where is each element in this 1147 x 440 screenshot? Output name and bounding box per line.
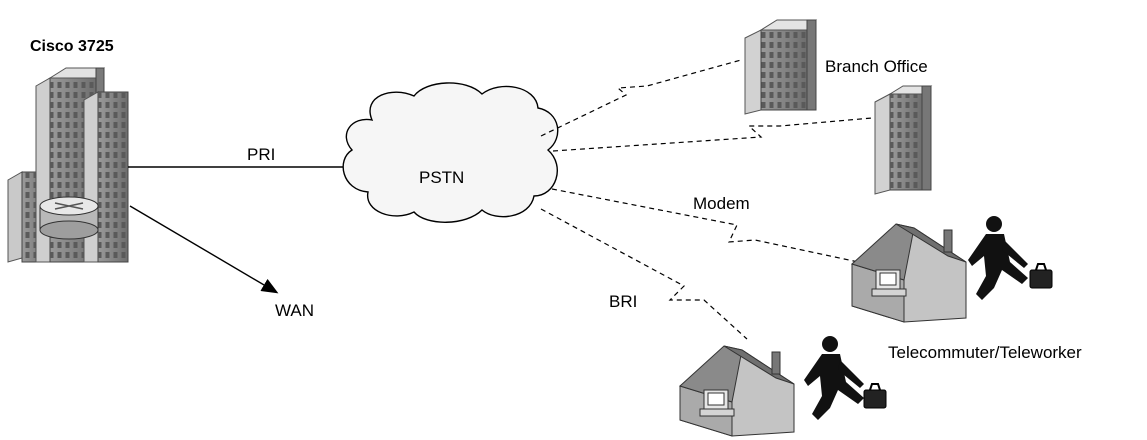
running-businessman-icon xyxy=(968,216,1053,300)
branch-link-line xyxy=(540,59,742,137)
cloud-icon xyxy=(342,82,559,223)
bri-link-line xyxy=(540,208,748,340)
office2-link-line xyxy=(552,117,873,152)
house-computer-icon xyxy=(679,345,795,437)
bri-label: BRI xyxy=(609,292,637,311)
building-router-icon xyxy=(7,67,129,263)
telecommuter-label: Telecommuter/Teleworker xyxy=(888,343,1082,362)
router-title: Cisco 3725 xyxy=(30,38,114,55)
wan-label: WAN xyxy=(275,301,314,320)
pri-label: PRI xyxy=(247,145,275,164)
router-icon xyxy=(39,196,99,240)
branch-office-label: Branch Office xyxy=(825,57,928,76)
modem-link-line xyxy=(551,188,864,264)
office-building-icon xyxy=(874,85,933,195)
pstn-label: PSTN xyxy=(419,168,464,187)
office-building-icon xyxy=(744,19,818,115)
modem-label: Modem xyxy=(693,194,750,213)
house-computer-icon xyxy=(851,223,967,323)
running-businessman-icon xyxy=(804,336,887,420)
wan-arrow xyxy=(129,205,279,294)
